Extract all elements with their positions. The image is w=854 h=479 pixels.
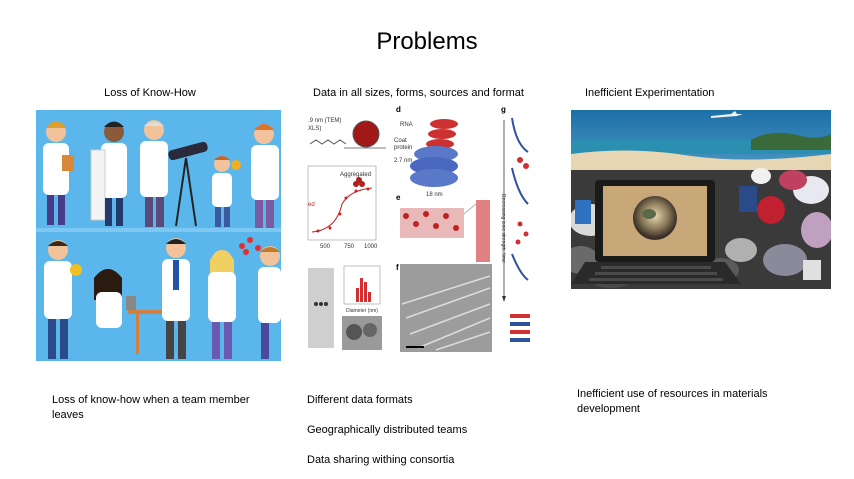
column-heading-know-how: Loss of Know-How <box>104 87 196 99</box>
svg-text:Coat: Coat <box>394 138 407 144</box>
svg-text:Decreasing ionic strength, tim: Decreasing ionic strength, time <box>500 194 506 263</box>
laptop-in-waste-photo <box>571 110 831 289</box>
svg-text:1000: 1000 <box>364 244 378 250</box>
svg-text:XLS): XLS) <box>308 126 321 132</box>
panel-label-f: f <box>396 263 399 272</box>
svg-text:2.7 nm: 2.7 nm <box>394 158 412 164</box>
svg-text:ed: ed <box>308 202 315 208</box>
column-heading-experimentation: Inefficient Experimentation <box>585 87 715 99</box>
experimentation-description: Inefficient use of resources in material… <box>577 388 768 415</box>
scientists-illustration <box>36 110 281 361</box>
data-formats-point: Different data formats <box>307 394 413 406</box>
column-heading-data: Data in all sizes, forms, sources and fo… <box>313 87 524 99</box>
scientific-figure-collage: .9 nm (TEM) XLS) Aggregated ed 500 750 1… <box>306 104 530 354</box>
svg-text:protein: protein <box>394 145 412 151</box>
svg-text:RNA: RNA <box>400 122 413 128</box>
slide-title: Problems <box>376 28 478 55</box>
svg-text:Diameter (nm): Diameter (nm) <box>346 308 378 314</box>
panel-label-e: e <box>396 193 401 202</box>
panel-label-d: d <box>396 105 401 114</box>
know-how-description: Loss of know-how when a team member leav… <box>52 394 250 421</box>
distributed-teams-point: Geographically distributed teams <box>307 424 468 436</box>
svg-text:500: 500 <box>320 244 331 250</box>
data-sharing-point: Data sharing withing consortia <box>307 454 455 466</box>
aggregated-label: Aggregated <box>340 172 371 178</box>
svg-text:.9 nm (TEM): .9 nm (TEM) <box>308 118 341 124</box>
svg-text:18 nm: 18 nm <box>426 192 443 198</box>
svg-text:750: 750 <box>344 244 355 250</box>
panel-label-g: g <box>501 105 506 114</box>
